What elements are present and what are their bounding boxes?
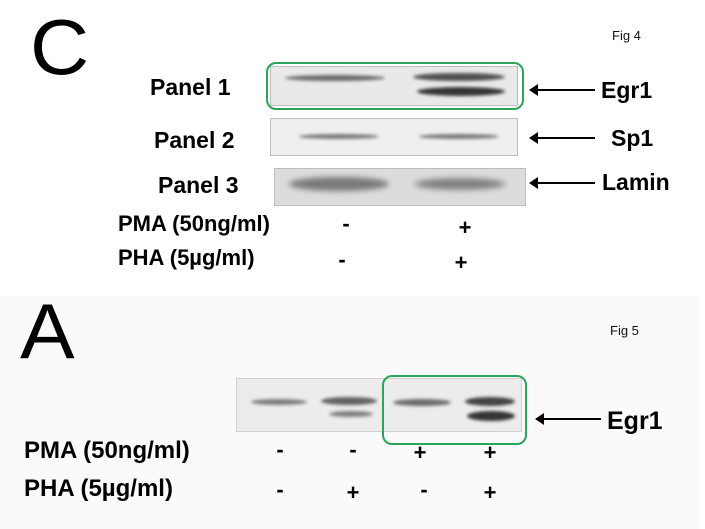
fig5-pma-sign-lane-1: - (276, 437, 284, 462)
sp1-arrow (529, 132, 595, 144)
pma-sign-lane-2: + (458, 215, 472, 240)
band (393, 399, 451, 406)
pha-label: PHA (5µg/ml) (118, 245, 255, 270)
band (299, 134, 379, 139)
band (417, 87, 505, 96)
band (467, 411, 515, 421)
figure-5-panel-letter: A (20, 287, 75, 375)
band (251, 399, 307, 405)
fig5-pma-sign-lane-4: + (483, 440, 497, 465)
pma-label: PMA (50ng/ml) (118, 211, 270, 236)
fig5-egr1-arrow (535, 413, 601, 425)
egr1-arrow (529, 84, 595, 96)
panel-2-label: Panel 2 (154, 127, 235, 153)
panel-2-blot (270, 118, 518, 156)
lamin-arrow (529, 177, 595, 189)
egr1-label: Egr1 (601, 77, 653, 103)
figure-5-blot (236, 378, 522, 432)
pha-sign-lane-2: + (454, 250, 468, 275)
sp1-label: Sp1 (611, 125, 654, 151)
band (415, 178, 505, 190)
band (285, 75, 385, 81)
fig5-pha-sign-lane-3: - (420, 477, 428, 502)
fig5-pma-sign-lane-2: - (349, 437, 357, 462)
band (329, 411, 373, 417)
band (289, 177, 389, 191)
pha-sign-lane-1: - (338, 247, 346, 272)
panel-1-blot (270, 66, 518, 106)
panel-1-label: Panel 1 (150, 74, 231, 100)
pma-sign-lane-1: - (342, 211, 350, 236)
band (465, 397, 515, 406)
figure-5-label: Fig 5 (610, 323, 639, 338)
band (413, 73, 505, 81)
figure-4-panel-letter: C (30, 3, 90, 91)
fig5-pha-sign-lane-4: + (483, 480, 497, 505)
panel-1-highlight-box (266, 62, 524, 110)
figure-4-label: Fig 4 (612, 28, 641, 43)
band (321, 397, 377, 405)
band (419, 134, 499, 139)
lanes-3-4-highlight-box (382, 375, 527, 445)
fig5-egr1-label: Egr1 (607, 407, 663, 435)
fig5-pha-label: PHA (5µg/ml) (24, 475, 173, 502)
lamin-label: Lamin (602, 169, 670, 195)
fig5-pha-sign-lane-1: - (276, 477, 284, 502)
panel-3-label: Panel 3 (158, 172, 239, 198)
fig5-pma-sign-lane-3: + (413, 440, 427, 465)
fig5-pma-label: PMA (50ng/ml) (24, 437, 190, 464)
fig5-pha-sign-lane-2: + (346, 480, 360, 505)
panel-3-blot (274, 168, 526, 206)
